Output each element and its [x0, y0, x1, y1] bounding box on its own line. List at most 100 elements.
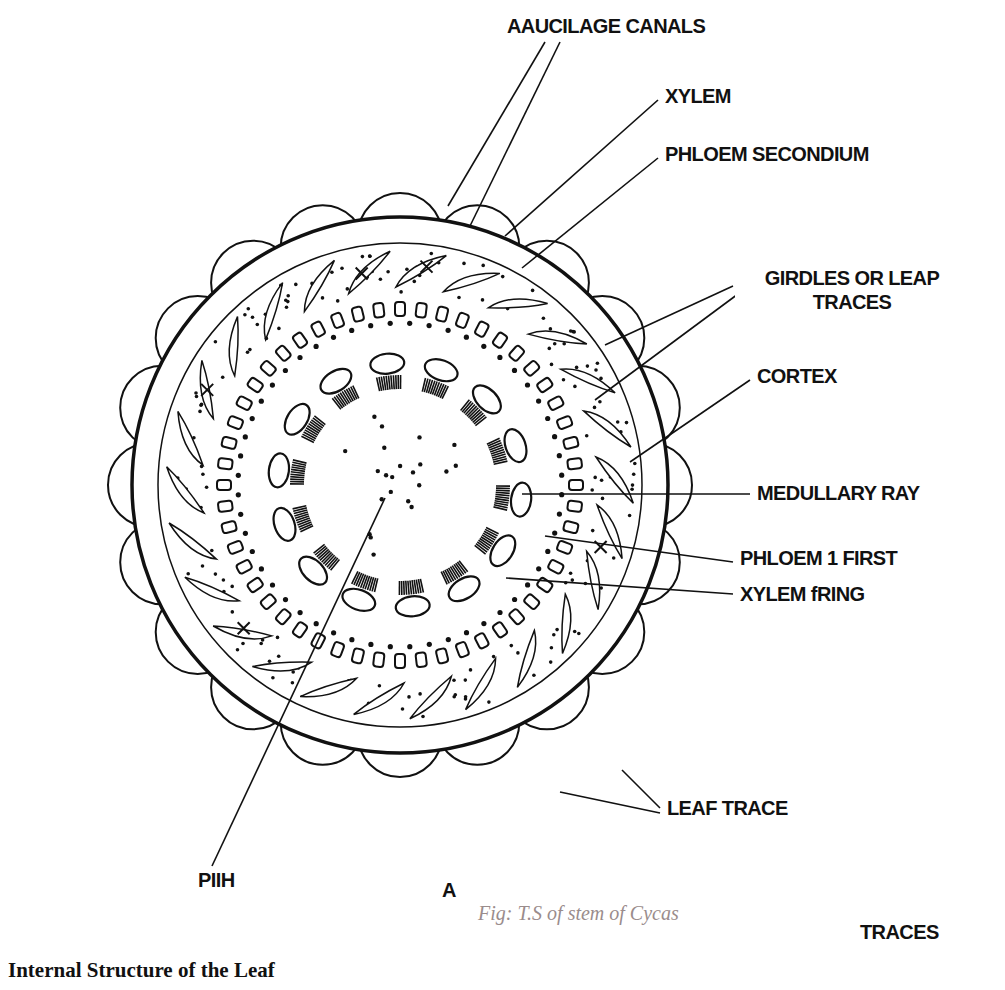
cortex-dot: [577, 632, 581, 636]
secondary-xylem-dot: [243, 531, 248, 536]
leader-line: [522, 158, 658, 268]
girdle-trace: [178, 411, 203, 465]
part-label: GIRDLES OR LEAP TRACES: [735, 266, 969, 314]
cortex-dot: [222, 578, 226, 582]
primary-xylem-hatch: [395, 375, 397, 389]
girdle-trace: [264, 283, 282, 340]
cortex-dot: [247, 307, 251, 311]
girdle-trace: [597, 505, 622, 559]
cortex-dot: [596, 361, 600, 365]
pith-dot: [406, 499, 410, 503]
primary-xylem-hatch: [389, 376, 391, 390]
primary-xylem-hatch: [290, 478, 304, 480]
cortex-dot: [510, 644, 514, 648]
girdle-trace: [596, 457, 633, 503]
leader-line: [630, 380, 750, 462]
cortex-dot: [259, 642, 263, 646]
primary-xylem-hatch: [314, 416, 325, 425]
figure-caption: Fig: T.S of stem of Cycas: [478, 902, 679, 925]
cortex-dot: [552, 633, 556, 637]
cortex-dot: [186, 572, 190, 576]
secondary-phloem-cell: [236, 396, 253, 411]
secondary-phloem-cell: [218, 458, 233, 470]
secondary-xylem-dot: [388, 321, 393, 326]
cortex-dot: [590, 488, 594, 492]
primary-xylem-hatch: [496, 487, 510, 489]
cortex-dot: [221, 376, 225, 380]
girdle-trace: [528, 331, 587, 344]
cortex-dot: [481, 264, 485, 268]
girdle-trace: [167, 467, 204, 513]
secondary-xylem-dot: [536, 566, 541, 571]
primary-xylem-hatch: [442, 386, 448, 399]
part-label: LEAF TRACE: [665, 796, 790, 820]
cortex-dot: [407, 695, 411, 699]
secondary-xylem-dot: [314, 344, 319, 349]
primary-xylem-hatch: [403, 581, 405, 595]
secondary-xylem-dot: [283, 368, 288, 373]
pith-dot: [411, 470, 415, 474]
primary-xylem-hatch: [496, 492, 510, 493]
primary-xylem-hatch: [412, 580, 414, 594]
cortex-dot: [201, 472, 205, 476]
leader-line: [595, 294, 738, 400]
secondary-xylem-dot: [368, 323, 373, 328]
girdle-trace: [396, 256, 446, 287]
secondary-xylem-dot: [536, 399, 541, 404]
cortex-dot: [501, 275, 505, 279]
primary-xylem-hatch: [496, 489, 510, 491]
primary-xylem-hatch: [391, 375, 392, 389]
secondary-phloem-cell: [247, 577, 264, 593]
cortex-dot: [430, 252, 434, 256]
cortex-dot: [368, 254, 372, 258]
secondary-xylem-dot: [446, 637, 451, 642]
cortex-dot: [464, 695, 468, 699]
primary-xylem-hatch: [410, 581, 412, 595]
cortex-dot: [401, 707, 405, 711]
cortex-dot: [553, 342, 557, 346]
cortex-dot: [628, 514, 632, 518]
primary-xylem-hatch: [293, 506, 307, 509]
pith-dot: [372, 415, 376, 419]
secondary-phloem-cell: [227, 415, 244, 429]
primary-xylem-hatch: [475, 417, 486, 426]
cortex-dot: [549, 660, 553, 664]
part-label: AAUCILAGE CANALS: [505, 14, 707, 38]
girdle-trace: [587, 551, 600, 609]
secondary-phloem-cell: [373, 652, 385, 667]
primary-phloem: [468, 380, 506, 418]
primary-xylem-hatch: [494, 461, 508, 464]
cortex-dot: [569, 329, 573, 333]
primary-xylem-hatch: [405, 581, 407, 595]
pith-dot: [444, 469, 448, 473]
cortex-dot: [593, 476, 597, 480]
secondary-xylem-dot: [259, 566, 264, 571]
cortex-dot: [548, 347, 552, 351]
secondary-phloem-cell: [563, 521, 579, 534]
cortex-dot: [276, 636, 280, 640]
secondary-xylem-dot: [525, 582, 530, 587]
cortex-dot: [277, 327, 281, 331]
secondary-phloem-cell: [523, 360, 540, 377]
primary-phloem: [395, 595, 431, 618]
part-label: CORTEX: [755, 364, 839, 388]
secondary-xylem-dot: [407, 321, 412, 326]
section-heading: Internal Structure of the Leaf: [6, 958, 277, 983]
secondary-xylem-dot: [331, 335, 336, 340]
secondary-phloem-cell: [247, 377, 264, 393]
secondary-xylem-dot: [297, 355, 302, 360]
secondary-xylem-dot: [446, 328, 451, 333]
secondary-xylem-dot: [236, 492, 241, 497]
primary-phloem: [294, 551, 332, 589]
secondary-xylem-dot: [283, 597, 288, 602]
cortex-dot: [214, 572, 218, 576]
cortex-dot: [231, 610, 235, 614]
secondary-xylem-dot: [314, 621, 319, 626]
secondary-xylem-dot: [238, 512, 243, 517]
primary-xylem-hatch: [408, 581, 409, 595]
girdle-trace: [300, 678, 356, 697]
cortex-dot: [361, 255, 365, 259]
cortex-dot: [600, 478, 604, 482]
cortex-dot: [336, 299, 340, 303]
pith-dot: [418, 462, 422, 466]
